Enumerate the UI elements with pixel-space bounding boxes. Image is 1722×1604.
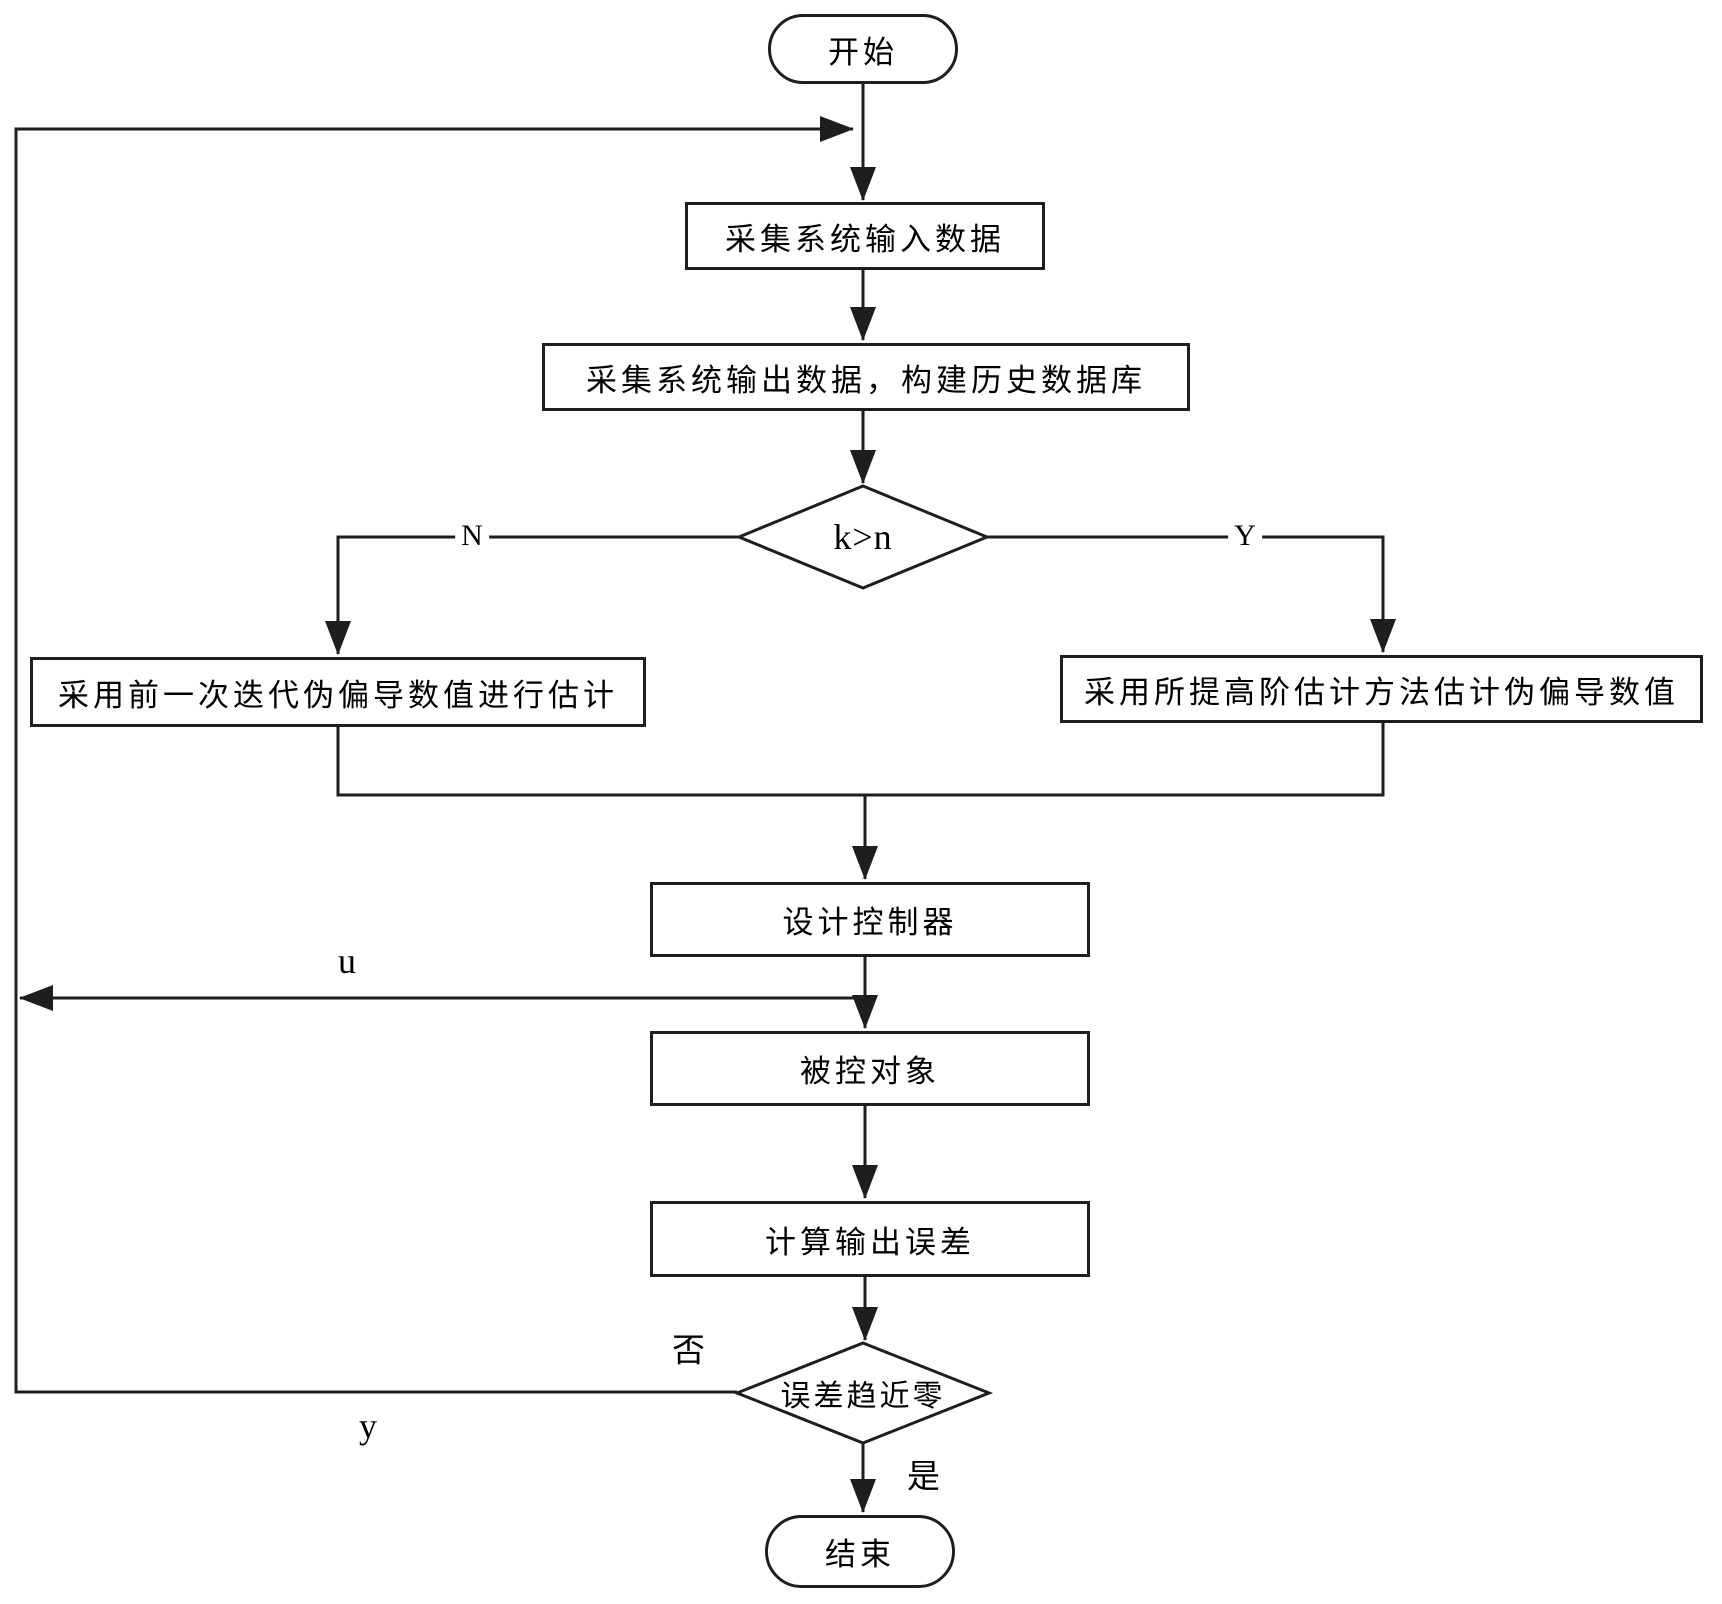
high-order-estimate-node: 采用所提高阶估计方法估计伪偏导数值 <box>1060 655 1703 723</box>
y-signal-label: y <box>359 1406 377 1446</box>
edge-converge-connector <box>336 723 1385 797</box>
controlled-object-node: 被控对象 <box>650 1031 1090 1106</box>
decision-error-shape <box>732 1341 994 1445</box>
collect-output-label: 采集系统输出数据，构建历史数据库 <box>586 362 1146 398</box>
prev-iteration-estimate-label: 采用前一次迭代伪偏导数值进行估计 <box>58 677 618 713</box>
collect-input-node: 采集系统输入数据 <box>685 202 1045 270</box>
decision-error-label: 误差趋近零 <box>780 1380 946 1413</box>
error-no-label: 否 <box>672 1333 706 1370</box>
branch-n-label: N <box>455 521 489 551</box>
compute-output-error-node: 计算输出误差 <box>650 1201 1090 1277</box>
branch-y-label: Y <box>1228 521 1262 551</box>
collect-output-node: 采集系统输出数据，构建历史数据库 <box>542 343 1190 411</box>
edge-feedback-loop <box>14 116 854 1394</box>
decision-kn-shape <box>735 484 991 590</box>
collect-input-label: 采集系统输入数据 <box>725 221 1005 257</box>
edge-branch-y <box>987 535 1396 653</box>
edge-branch-n <box>325 535 739 655</box>
compute-output-error-label: 计算输出误差 <box>765 1224 975 1260</box>
high-order-estimate-label: 采用所提高阶估计方法估计伪偏导数值 <box>1084 674 1679 710</box>
u-signal-label: u <box>338 941 356 981</box>
start-node: 开始 <box>768 14 958 84</box>
error-yes-label: 是 <box>907 1459 941 1496</box>
decision-kn-label: k>n <box>833 517 893 557</box>
start-label: 开始 <box>828 34 898 70</box>
design-controller-label: 设计控制器 <box>782 905 958 940</box>
design-controller-node: 设计控制器 <box>650 882 1090 957</box>
prev-iteration-estimate-node: 采用前一次迭代伪偏导数值进行估计 <box>30 657 646 727</box>
controlled-object-label: 被控对象 <box>800 1054 940 1089</box>
end-label: 结束 <box>825 1537 895 1572</box>
end-node: 结束 <box>765 1515 955 1588</box>
